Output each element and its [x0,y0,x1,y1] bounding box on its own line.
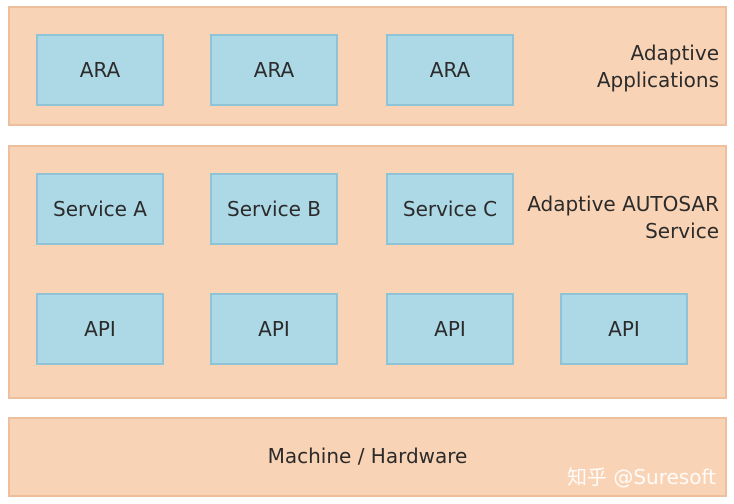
service-label-line1: Adaptive AUTOSAR [527,192,719,216]
service-layer-label: Adaptive AUTOSAR Service [527,191,719,245]
service-c-box: Service C [386,173,514,245]
applications-layer: ARA ARA ARA Adaptive Applications [8,6,727,126]
ara-box-3: ARA [386,34,514,106]
hardware-layer-label: Machine / Hardware [267,444,468,468]
api-box-2: API [210,293,338,365]
api-box-4: API [560,293,688,365]
ara-box-2: ARA [210,34,338,106]
service-b-box: Service B [210,173,338,245]
ara-box-1: ARA [36,34,164,106]
service-a-box: Service A [36,173,164,245]
applications-layer-label: Adaptive Applications [597,40,719,94]
applications-label-line1: Adaptive [630,41,719,65]
api-box-1: API [36,293,164,365]
service-label-line2: Service [645,219,719,243]
applications-label-line2: Applications [596,68,719,92]
service-layer: Service A Service B Service C Adaptive A… [8,145,727,399]
hardware-layer: Machine / Hardware [8,417,727,497]
watermark: 知乎 @Suresoft [566,465,716,489]
api-box-3: API [386,293,514,365]
